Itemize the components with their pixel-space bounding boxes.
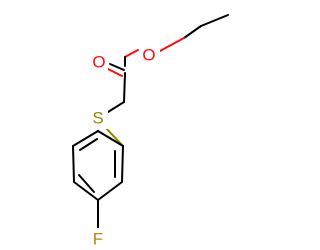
bond-ch2-o-red [159, 37, 185, 52]
bond-c-o-double-b [105, 67, 123, 77]
bond-c-o-double-a [109, 63, 125, 71]
ring-double-3 [79, 138, 98, 151]
bond-c-ch2 [123, 72, 126, 103]
ring-bond-4 [72, 145, 75, 183]
atom-label-fluorine: F [93, 230, 103, 249]
bond-ch2-o [183, 25, 202, 39]
atom-labels: O O S F [88, 44, 160, 249]
ring-bond-1 [121, 145, 124, 183]
atom-label-sulfur: S [92, 109, 103, 128]
structure-canvas: O O S F [72, 14, 229, 249]
atom-label-oxygen-ester: O [142, 46, 155, 65]
bond-group [72, 14, 229, 229]
molecule-diagram: O O S F [72, 14, 229, 249]
bond-s-ring [103, 125, 124, 147]
bond-ch2-s [107, 101, 125, 113]
bond-ch3-ch2 [200, 14, 229, 27]
atom-label-oxygen-carbonyl: O [92, 53, 105, 72]
bond-o-c-red [124, 49, 139, 58]
ring-bond-6 [97, 130, 124, 147]
ring-double-2 [78, 174, 95, 193]
ring-bond-2 [97, 181, 123, 201]
label-mask-fluorine [88, 228, 108, 248]
label-mask-o-carbonyl [88, 50, 108, 72]
label-mask-o-ester [140, 44, 160, 66]
ring-bond-3 [73, 181, 99, 201]
label-mask-sulfur [88, 107, 108, 129]
ring-bond-5 [72, 130, 99, 147]
